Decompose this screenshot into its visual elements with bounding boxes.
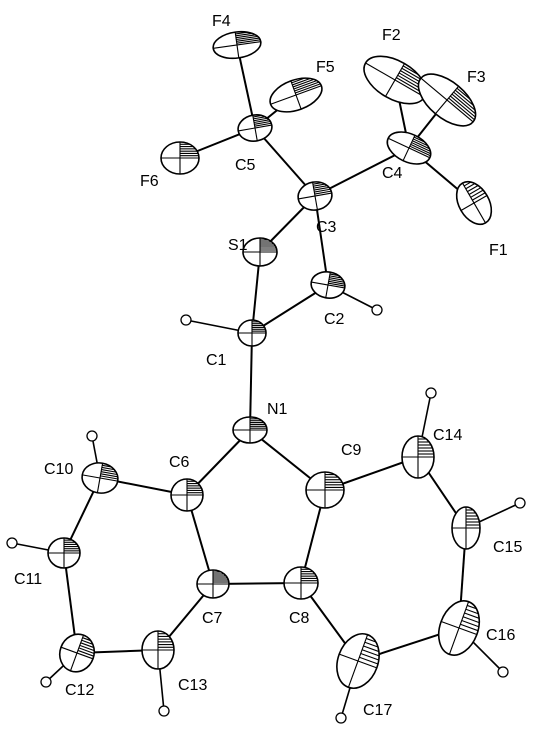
atom-f2: [363, 55, 427, 105]
atom-c13: [141, 630, 175, 670]
atom-label-c15: C15: [493, 539, 522, 556]
atom-c10: [81, 462, 119, 494]
atom-label-c9: C9: [341, 442, 362, 459]
hydrogen-atom-c17: [335, 712, 347, 724]
atom-label-c10: C10: [44, 461, 73, 478]
atom-c14: [401, 435, 435, 479]
atom-c6: [170, 478, 204, 512]
atom-label-c3: C3: [316, 219, 337, 236]
atom-c11: [47, 537, 81, 569]
atom-label-c7: C7: [202, 610, 223, 627]
atom-label-c6: C6: [169, 454, 190, 471]
atom-c7: [196, 569, 230, 599]
atoms-layer: [47, 30, 493, 689]
atom-label-c14: C14: [433, 427, 462, 444]
atom-label-f6: F6: [140, 173, 159, 190]
atom-label-c4: C4: [382, 165, 403, 182]
atom-c3: [297, 181, 333, 211]
atom-label-n1: N1: [267, 401, 288, 418]
atom-label-c1: C1: [206, 352, 227, 369]
atom-c16: [437, 600, 481, 656]
atom-label-f3: F3: [467, 69, 486, 86]
atom-label-c5: C5: [235, 157, 256, 174]
atom-f3: [417, 73, 477, 127]
bond-c1-n1: [249, 332, 253, 431]
atom-f1: [455, 180, 493, 226]
hydrogen-atom-c2: [371, 304, 383, 316]
bond-c5-f4: [236, 44, 256, 129]
atom-c17: [336, 633, 380, 689]
atom-label-c17: C17: [363, 702, 392, 719]
atom-c9: [305, 471, 345, 509]
atom-label-c12: C12: [65, 682, 94, 699]
atom-label-f5: F5: [316, 59, 335, 76]
atom-label-f2: F2: [382, 27, 401, 44]
atom-label-f1: F1: [489, 242, 508, 259]
atom-label-s1: S1: [228, 237, 248, 254]
hydrogen-atom-c16: [497, 666, 509, 678]
hydrogen-atom-c11: [6, 537, 18, 549]
atom-s1: [242, 237, 278, 267]
hydrogen-atom-c14: [425, 387, 437, 399]
atom-c2: [310, 271, 346, 299]
atom-c5: [237, 114, 273, 142]
atom-f4: [212, 30, 262, 60]
hydrogen-atom-c1: [180, 314, 192, 326]
atom-c15: [451, 506, 481, 550]
atom-label-f4: F4: [212, 13, 231, 30]
atom-label-c11: C11: [14, 571, 42, 588]
bond-c4-c3: [314, 147, 410, 197]
atom-f6: [160, 141, 200, 175]
hydrogen-atom-c15: [514, 497, 526, 509]
hydrogen-atoms-layer: [6, 304, 526, 724]
hydrogen-atom-c12: [40, 676, 52, 688]
atom-label-c2: C2: [324, 311, 345, 328]
atom-c4: [386, 131, 432, 165]
atom-label-c8: C8: [289, 610, 310, 627]
atom-c1: [237, 319, 267, 347]
hydrogen-atom-c13: [158, 705, 170, 717]
atom-f5: [269, 77, 323, 113]
atom-n1: [232, 416, 268, 444]
atom-c12: [58, 633, 96, 673]
atom-label-c16: C16: [486, 627, 515, 644]
atom-c8: [283, 566, 319, 600]
hydrogen-atom-c10: [86, 430, 98, 442]
bond-c3-c2: [314, 195, 329, 286]
atom-label-c13: C13: [178, 677, 207, 694]
